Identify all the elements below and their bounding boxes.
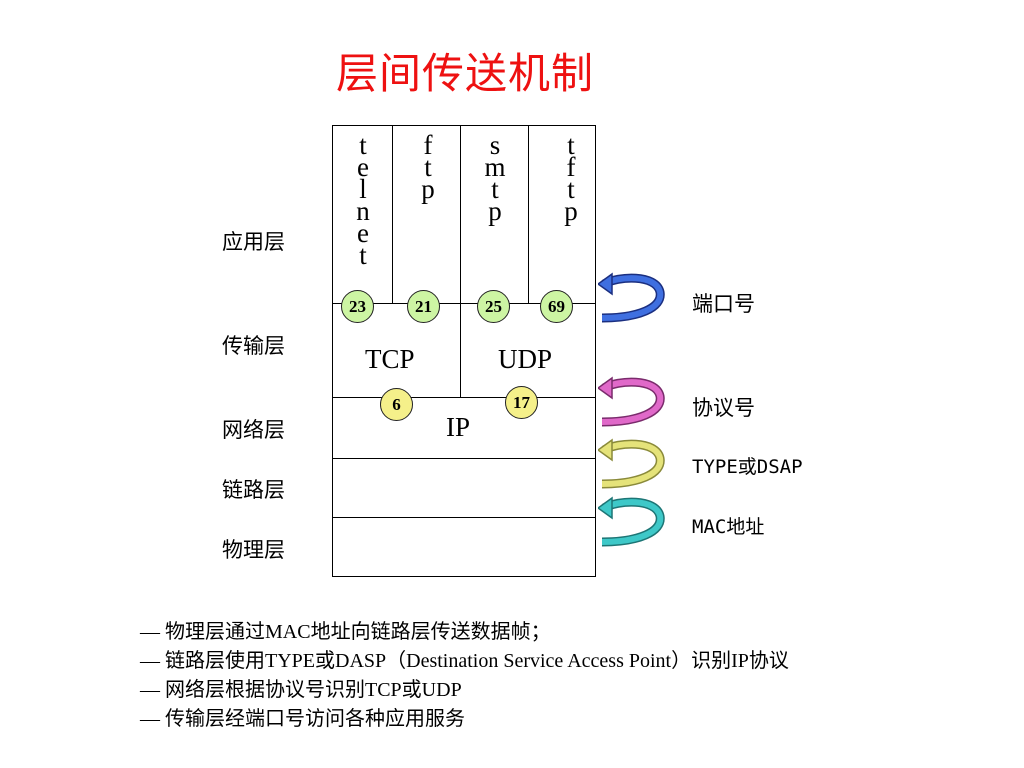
- protocol-badge-tcp: 6: [380, 388, 413, 421]
- divider-app-transport: [333, 303, 595, 304]
- annotation-type-dsap: TYPE或DSAP: [692, 456, 803, 478]
- layer-label-network: 网络层: [222, 418, 285, 442]
- divider-app-tcp-udp: [460, 126, 461, 397]
- protocol-badge-udp: 17: [505, 386, 538, 419]
- note-network: — 网络层根据协议号识别TCP或UDP: [140, 679, 462, 701]
- mac-arrow-icon: [598, 496, 665, 547]
- port-badge-ftp: 21: [407, 290, 440, 323]
- notes-list: — 物理层通过MAC地址向链路层传送数据帧； — 链路层使用TYPE或DASP（…: [140, 618, 789, 734]
- port-badge-telnet: 23: [341, 290, 374, 323]
- slide-title: 层间传送机制: [335, 49, 594, 98]
- layer-label-link: 链路层: [222, 478, 285, 502]
- divider-transport-network: [333, 397, 595, 398]
- port-arrow-icon: [598, 272, 665, 323]
- layer-label-transport: 传输层: [222, 334, 285, 358]
- divider-network-link: [333, 458, 595, 459]
- udp-label: UDP: [498, 344, 553, 374]
- note-physical: — 物理层通过MAC地址向链路层传送数据帧；: [140, 621, 551, 643]
- layer-label-application: 应用层: [222, 230, 285, 254]
- note-link: — 链路层使用TYPE或DASP（Destination Service Acc…: [140, 650, 789, 672]
- annotation-mac-address: MAC地址: [692, 516, 765, 538]
- protocol-arrow-icon: [598, 376, 665, 427]
- annotation-port-number: 端口号: [692, 292, 755, 316]
- annotation-protocol-number: 协议号: [692, 396, 755, 420]
- port-badge-tftp: 69: [540, 290, 573, 323]
- ip-label: IP: [446, 412, 471, 442]
- divider-link-physical: [333, 517, 595, 518]
- tcp-label: TCP: [365, 344, 415, 374]
- note-transport: — 传输层经端口号访问各种应用服务: [140, 708, 465, 730]
- divider-app-1: [392, 126, 393, 303]
- port-badge-smtp: 25: [477, 290, 510, 323]
- layer-label-physical: 物理层: [222, 538, 285, 562]
- divider-app-3: [528, 126, 529, 303]
- type-arrow-icon: [598, 438, 665, 489]
